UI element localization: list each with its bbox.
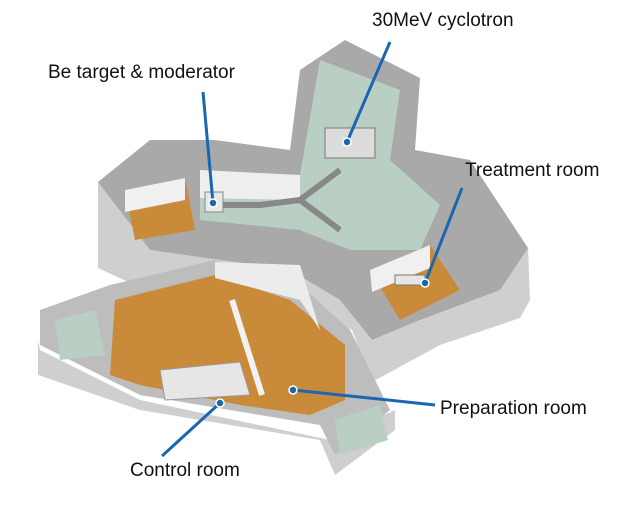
leader-dot-preparation [288, 385, 298, 395]
leader-lines [160, 41, 464, 458]
label-cyclotron: 30MeV cyclotron [372, 10, 514, 31]
cyclotron-shape [324, 127, 376, 159]
bottom-right-room-floor [335, 405, 388, 455]
leader-dot-cyclotron [342, 137, 352, 147]
left-room-wall [125, 178, 185, 212]
leader-treatment [423, 187, 464, 284]
leader-preparation [292, 388, 436, 407]
leader-dot-target [208, 198, 218, 208]
leader-cyclotron [345, 41, 392, 143]
treatment-room-wall [370, 245, 430, 292]
label-control-room: Control room [130, 460, 240, 481]
leader-target [201, 91, 215, 204]
label-treatment-room: Treatment room [465, 160, 600, 181]
label-be-target: Be target & moderator [48, 62, 235, 83]
beamline-shape [215, 167, 342, 208]
hall-inner-wall [200, 170, 300, 200]
side-room-floor [55, 310, 105, 360]
center-wall [229, 299, 265, 396]
control-room-console [159, 361, 251, 401]
leader-dot-treatment [420, 278, 430, 288]
building-side-wall [98, 182, 530, 382]
lower-inner-walls [215, 262, 320, 330]
label-preparation-room: Preparation room [440, 398, 587, 419]
leader-dot-control [215, 398, 225, 408]
leader-control [160, 401, 222, 458]
beamline-branch [298, 197, 342, 233]
